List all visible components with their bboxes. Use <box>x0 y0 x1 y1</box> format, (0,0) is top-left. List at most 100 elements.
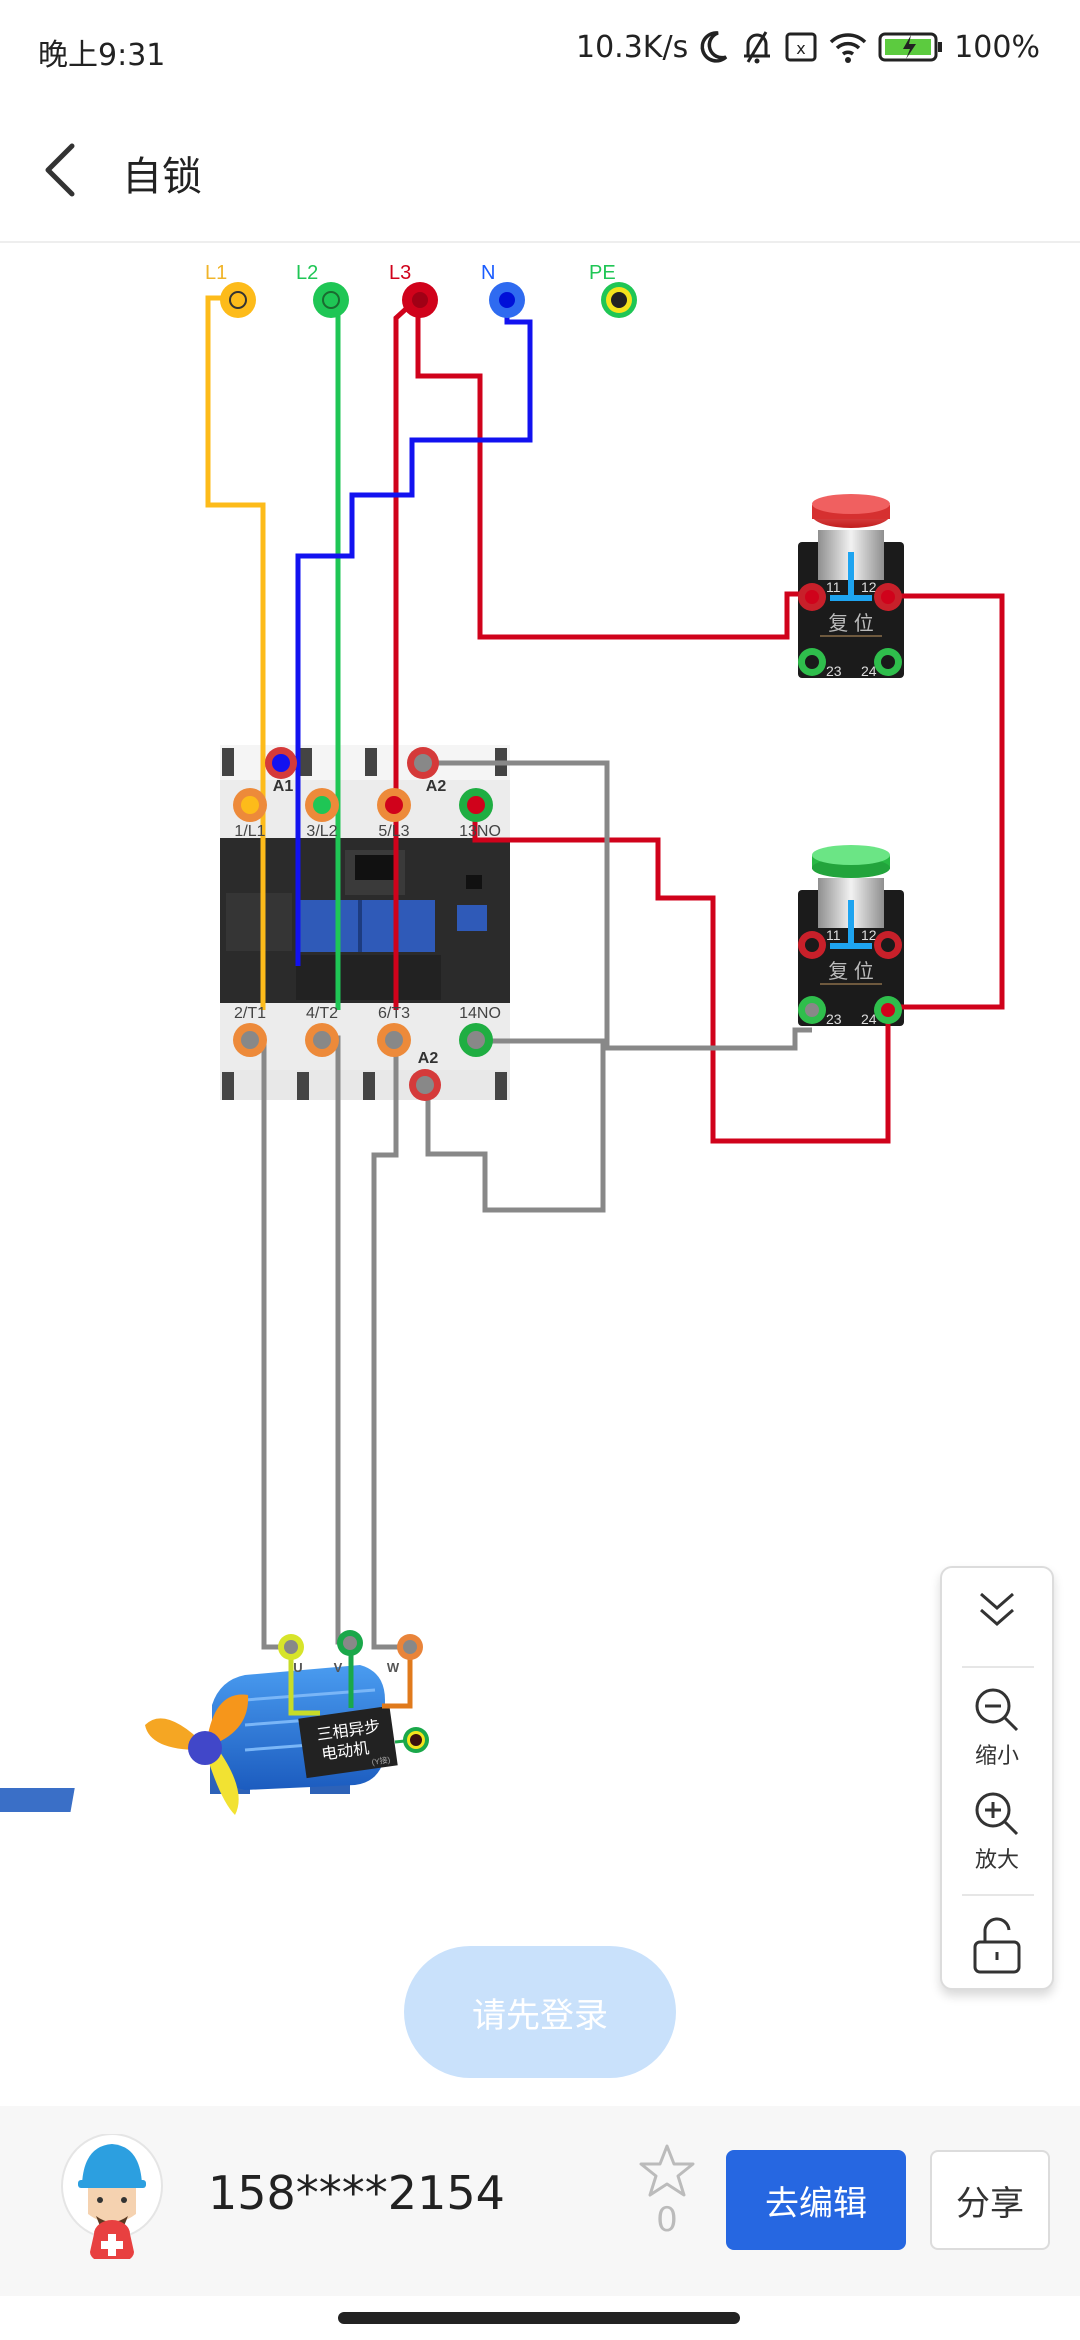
star-icon <box>639 2144 695 2197</box>
zoom-out-button[interactable]: 缩小 <box>942 1686 1052 1770</box>
contactor-indicator <box>466 875 482 889</box>
terminal-3-l2[interactable] <box>305 788 339 822</box>
wire-stop12-start24[interactable] <box>890 593 1005 1010</box>
edit-button[interactable]: 去编辑 <box>726 2150 906 2250</box>
motor[interactable]: 三相异步 电动机 (Y接) U V W <box>0 1660 400 1815</box>
motor-nameplate <box>298 1705 398 1779</box>
header: 自锁 <box>0 100 1080 243</box>
terminal-label-12: 12 <box>861 927 877 943</box>
stop-terminal-24[interactable] <box>874 648 902 676</box>
wire-t2-v[interactable] <box>330 1035 348 1645</box>
page-title: 自锁 <box>122 154 202 200</box>
terminal-1-l1[interactable] <box>233 788 267 822</box>
stop-button[interactable]: 复 位 11 12 23 24 <box>798 494 904 679</box>
start-terminal-11[interactable] <box>798 931 826 959</box>
collapse-button[interactable] <box>942 1588 1052 1632</box>
motor-base <box>0 1788 75 1812</box>
terminal-2-t1[interactable] <box>233 1023 267 1057</box>
terminal-a2-bottom[interactable] <box>409 1069 441 1101</box>
wire-t3-w[interactable] <box>371 1035 410 1650</box>
terminal-5-l3[interactable] <box>377 788 411 822</box>
wiring-diagram[interactable]: 复 位 11 12 23 24 复 位 11 12 23 24 <box>0 245 1080 2105</box>
eye <box>121 2197 127 2203</box>
favorite-button[interactable]: 0 <box>636 2142 698 2252</box>
motor-wire-w <box>382 1650 413 1709</box>
terminal-13no[interactable] <box>459 788 493 822</box>
terminal-l3[interactable] <box>402 282 438 318</box>
wire-t1-u[interactable] <box>260 1035 291 1650</box>
helmet-brim <box>78 2180 146 2188</box>
avatar[interactable] <box>60 2133 164 2264</box>
terminal-14no[interactable] <box>459 1023 493 1057</box>
start-terminal-12[interactable] <box>874 931 902 959</box>
terminal-a2-top[interactable] <box>407 747 439 779</box>
home-indicator[interactable] <box>338 2312 740 2324</box>
terminal-4-t2[interactable] <box>305 1023 339 1057</box>
terminal-label-l3: L3 <box>389 262 411 284</box>
terminal-a1[interactable] <box>265 747 297 779</box>
wire-13no-start24[interactable] <box>472 806 891 1144</box>
clip <box>300 748 312 776</box>
contactor-slot-inner <box>355 855 395 880</box>
badge-cross <box>101 2241 123 2249</box>
back-button[interactable] <box>36 140 86 200</box>
wire-a2-start23[interactable] <box>423 760 812 1051</box>
window-divider <box>358 900 362 952</box>
terminal-l1[interactable] <box>220 282 256 318</box>
terminal-label-24: 24 <box>861 1011 877 1027</box>
motor-terminal-v[interactable] <box>337 1630 363 1656</box>
stop-terminal-12[interactable] <box>874 583 902 611</box>
lock-button[interactable] <box>942 1916 1052 1976</box>
wire-14no-a2[interactable] <box>425 1038 606 1213</box>
status-bar: 晚上9:31 10.3K/s x 100% <box>0 0 1080 100</box>
double-chevron-down-icon <box>980 1592 1014 1626</box>
label-3-l2: 3/L2 <box>306 823 337 840</box>
network-speed: 10.3K/s <box>576 29 689 65</box>
zoom-out-label: 缩小 <box>974 1744 1019 1769</box>
clip <box>222 1072 234 1100</box>
terminal-n[interactable] <box>489 282 525 318</box>
terminal-label-l1: L1 <box>205 262 227 284</box>
terminal-label-pe: PE <box>589 262 616 284</box>
divider <box>962 1894 1034 1896</box>
face <box>88 2188 136 2223</box>
sim-x-icon: x <box>785 32 817 62</box>
terminal-label-l2: L2 <box>296 262 318 284</box>
motor-note: (Y接) <box>371 1754 391 1767</box>
motor-terminal-pe[interactable] <box>403 1727 429 1753</box>
contactor-base <box>296 955 441 1000</box>
username: 158****2154 <box>208 2166 505 2220</box>
start-terminal-23[interactable] <box>798 996 826 1024</box>
terminal-label-n: N <box>481 262 495 284</box>
stop-terminal-11[interactable] <box>798 583 826 611</box>
motor-terminal-u[interactable] <box>278 1634 304 1660</box>
wiring-canvas[interactable]: 复 位 11 12 23 24 复 位 11 12 23 24 <box>0 245 1080 2105</box>
battery-percent: 100% <box>954 29 1040 65</box>
motor-terminal-w[interactable] <box>397 1634 423 1660</box>
zoom-in-button[interactable]: 放大 <box>942 1790 1052 1874</box>
terminal-pe[interactable] <box>601 282 637 318</box>
share-button[interactable]: 分享 <box>930 2150 1050 2250</box>
label-6-t3: 6/T3 <box>378 1005 410 1022</box>
start-terminal-24[interactable] <box>874 996 902 1024</box>
wifi-icon <box>829 33 867 63</box>
wire-l1[interactable] <box>205 295 266 1010</box>
wire-neutral[interactable] <box>295 298 533 966</box>
terminal-l2[interactable] <box>313 282 349 318</box>
wire-l3-control[interactable] <box>415 298 812 640</box>
clip <box>222 748 234 776</box>
zoom-out-icon <box>975 1688 1019 1732</box>
unlock-icon <box>973 1917 1021 1974</box>
label-5-l3: 5/L3 <box>378 823 409 840</box>
motor-terminals <box>278 1630 429 1753</box>
login-button[interactable]: 请先登录 <box>404 1946 676 2078</box>
moon-icon <box>700 31 728 63</box>
terminal-6-t3[interactable] <box>377 1023 411 1057</box>
start-button-cap <box>812 845 890 865</box>
battery-charging-icon <box>878 32 943 62</box>
button-terminals <box>798 583 902 1024</box>
start-button[interactable]: 复 位 11 12 23 24 <box>798 845 904 1027</box>
favorite-count: 0 <box>656 2200 678 2240</box>
terminal-label-24: 24 <box>861 663 877 679</box>
stop-terminal-23[interactable] <box>798 648 826 676</box>
